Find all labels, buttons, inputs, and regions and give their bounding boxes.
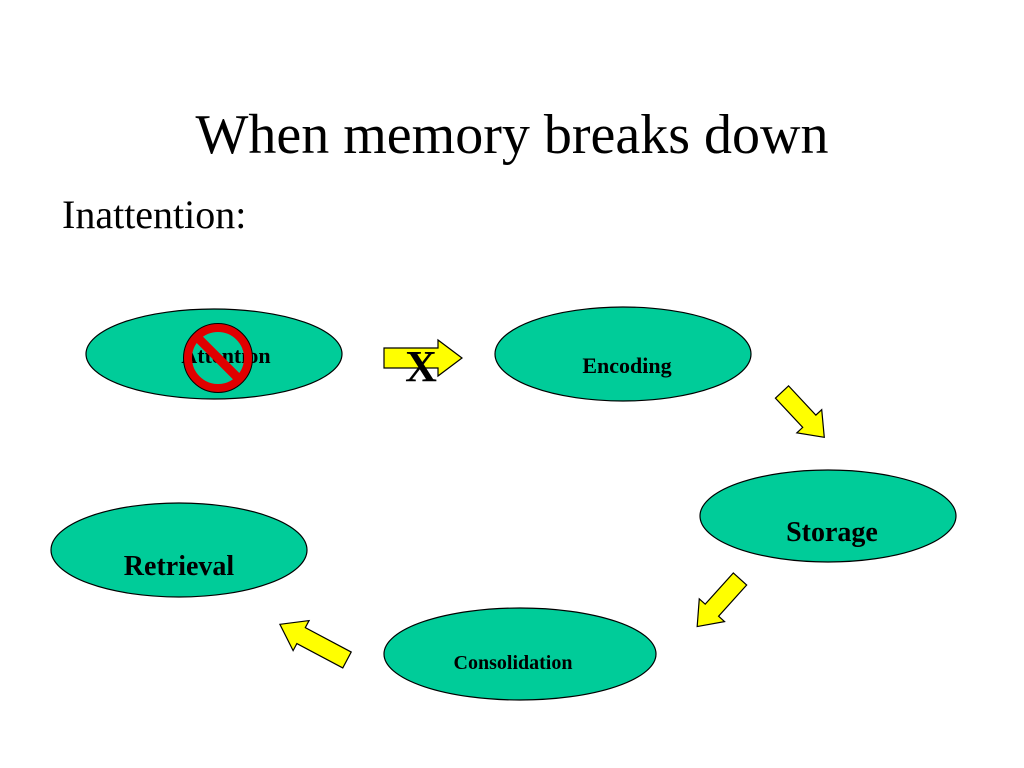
- arrow-attention-to-encoding: [383, 338, 463, 378]
- arrow-encoding-to-storage: [774, 385, 825, 439]
- blocked-x-marker: X: [405, 342, 437, 391]
- storage-node: Storage: [699, 469, 957, 563]
- slide-subtitle: Inattention:: [62, 192, 247, 237]
- prohibition-icon: [183, 323, 253, 393]
- consolidation-node: Consolidation: [383, 607, 657, 701]
- consolidation-label: Consolidation: [454, 652, 573, 674]
- storage-label: Storage: [786, 517, 878, 548]
- slide-title: When memory breaks down: [195, 104, 829, 166]
- encoding-label: Encoding: [582, 353, 671, 378]
- retrieval-label: Retrieval: [124, 551, 235, 582]
- arrow-consolidation-to-retrieval: [278, 619, 353, 669]
- retrieval-node: Retrieval: [50, 502, 308, 598]
- encoding-node: Encoding: [494, 306, 752, 402]
- arrow-storage-to-consolidation: [696, 572, 748, 628]
- attention-node: Attention: [85, 308, 343, 400]
